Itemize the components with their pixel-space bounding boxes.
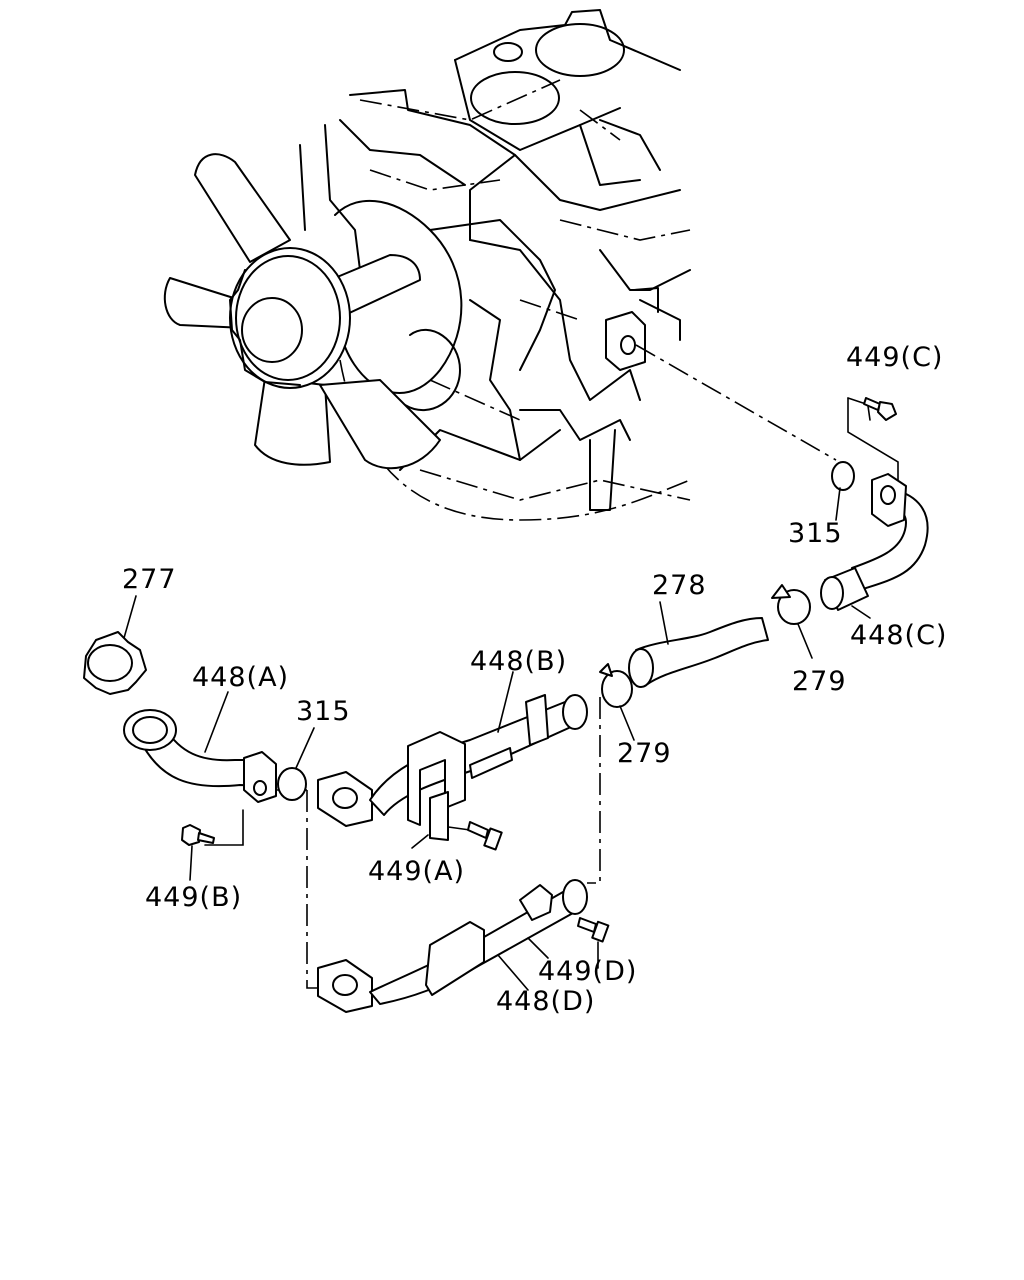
- label-449d: 449(D): [538, 956, 637, 987]
- bolt-449a: [467, 821, 503, 851]
- pipe-448c: [820, 473, 929, 611]
- pipe-448a: [123, 709, 277, 803]
- clamp-279-lower: [599, 663, 633, 708]
- filler-cap: [83, 631, 147, 695]
- label-279-upper: 279: [792, 666, 847, 697]
- label-315-upper: 315: [788, 518, 843, 549]
- engine-block: [299, 9, 691, 521]
- cooling-fan: [163, 153, 441, 470]
- label-279-lower: 279: [617, 738, 672, 769]
- bolt-449d: [577, 917, 610, 943]
- label-449c: 449(C): [846, 342, 943, 373]
- label-277: 277: [122, 564, 177, 595]
- label-448c: 448(C): [850, 620, 947, 651]
- label-448d: 448(D): [496, 986, 595, 1017]
- pipe-448d: [317, 879, 588, 1013]
- callout-labels: 277 448(A) 315 449(B) 448(B) 449(A) 279 …: [122, 342, 947, 1017]
- label-448b: 448(B): [470, 646, 567, 677]
- label-278: 278: [652, 570, 707, 601]
- label-449a: 449(A): [368, 856, 465, 887]
- label-448a: 448(A): [192, 662, 289, 693]
- label-leaders: [123, 405, 871, 991]
- gasket-315-upper: [831, 461, 855, 491]
- pipe-448b: [317, 694, 588, 841]
- gasket-315-lower: [277, 767, 307, 801]
- hose-278: [628, 617, 769, 688]
- clamp-279-upper: [771, 584, 811, 625]
- bolt-449c: [863, 397, 897, 421]
- label-315-lower: 315: [296, 696, 351, 727]
- bolt-449b: [181, 824, 215, 846]
- label-449b: 449(B): [145, 882, 242, 913]
